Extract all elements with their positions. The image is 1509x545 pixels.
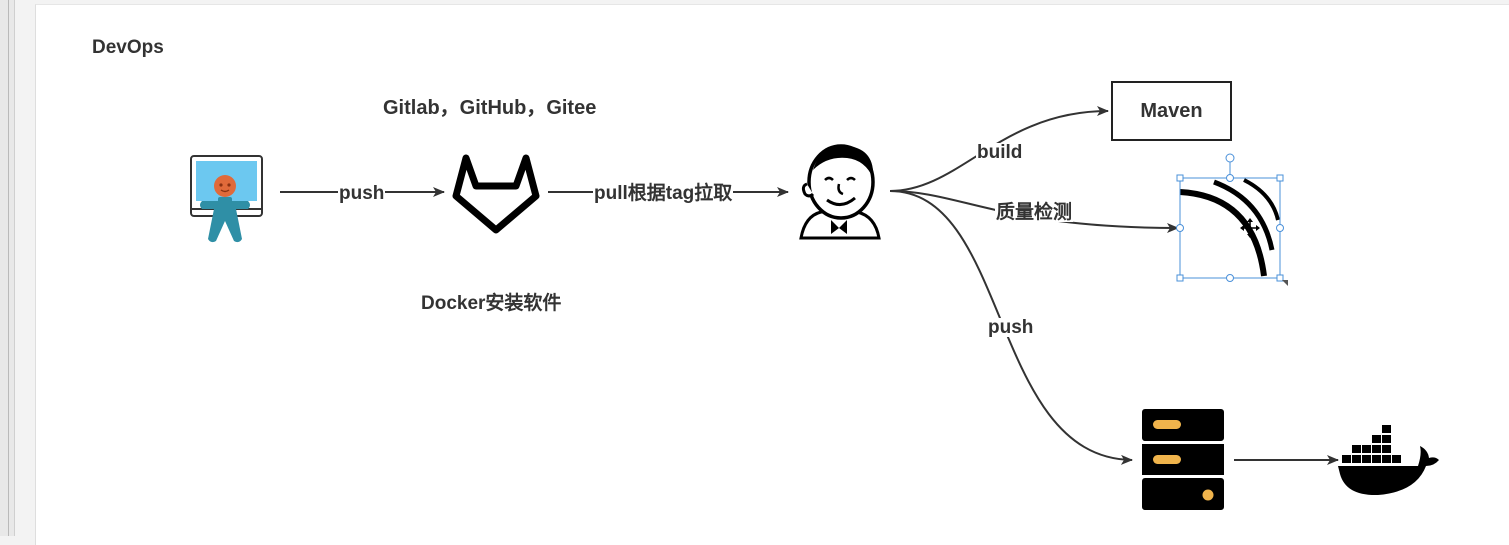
left-rail-divider [8, 0, 9, 536]
gitlab-icon [452, 154, 540, 234]
maven-node[interactable]: Maven [1111, 81, 1232, 141]
move-cursor-icon [1240, 218, 1260, 238]
sonarqube-icon [1176, 153, 1288, 286]
developer-node[interactable] [190, 155, 265, 245]
gitlab-node[interactable] [452, 152, 542, 236]
server-icon [1142, 409, 1224, 510]
left-rail [0, 0, 15, 536]
edge-label-pull: pull根据tag拉取 [593, 183, 734, 204]
docker-icon [1338, 425, 1439, 496]
edge-label-push-gitlab: push [338, 183, 386, 204]
developer-icon [190, 155, 263, 243]
quality-node[interactable] [1170, 150, 1294, 290]
docker-node[interactable] [1338, 424, 1440, 498]
edge-label-build: build [976, 142, 1024, 163]
jenkins-node[interactable] [791, 140, 887, 244]
repo-label: Gitlab，GitHub，Gitee [383, 97, 597, 119]
jenkins-icon [799, 144, 881, 240]
edge-label-quality: 质量检测 [995, 202, 1074, 223]
edge-jenkins-quality[interactable] [889, 190, 1179, 233]
docker-note: Docker安装软件 [421, 293, 562, 314]
diagram-title: DevOps [92, 37, 164, 58]
maven-label: Maven [1140, 99, 1203, 122]
server-node[interactable] [1142, 409, 1224, 511]
selection-frame [1176, 153, 1288, 286]
edge-label-push-server: push [987, 317, 1035, 338]
